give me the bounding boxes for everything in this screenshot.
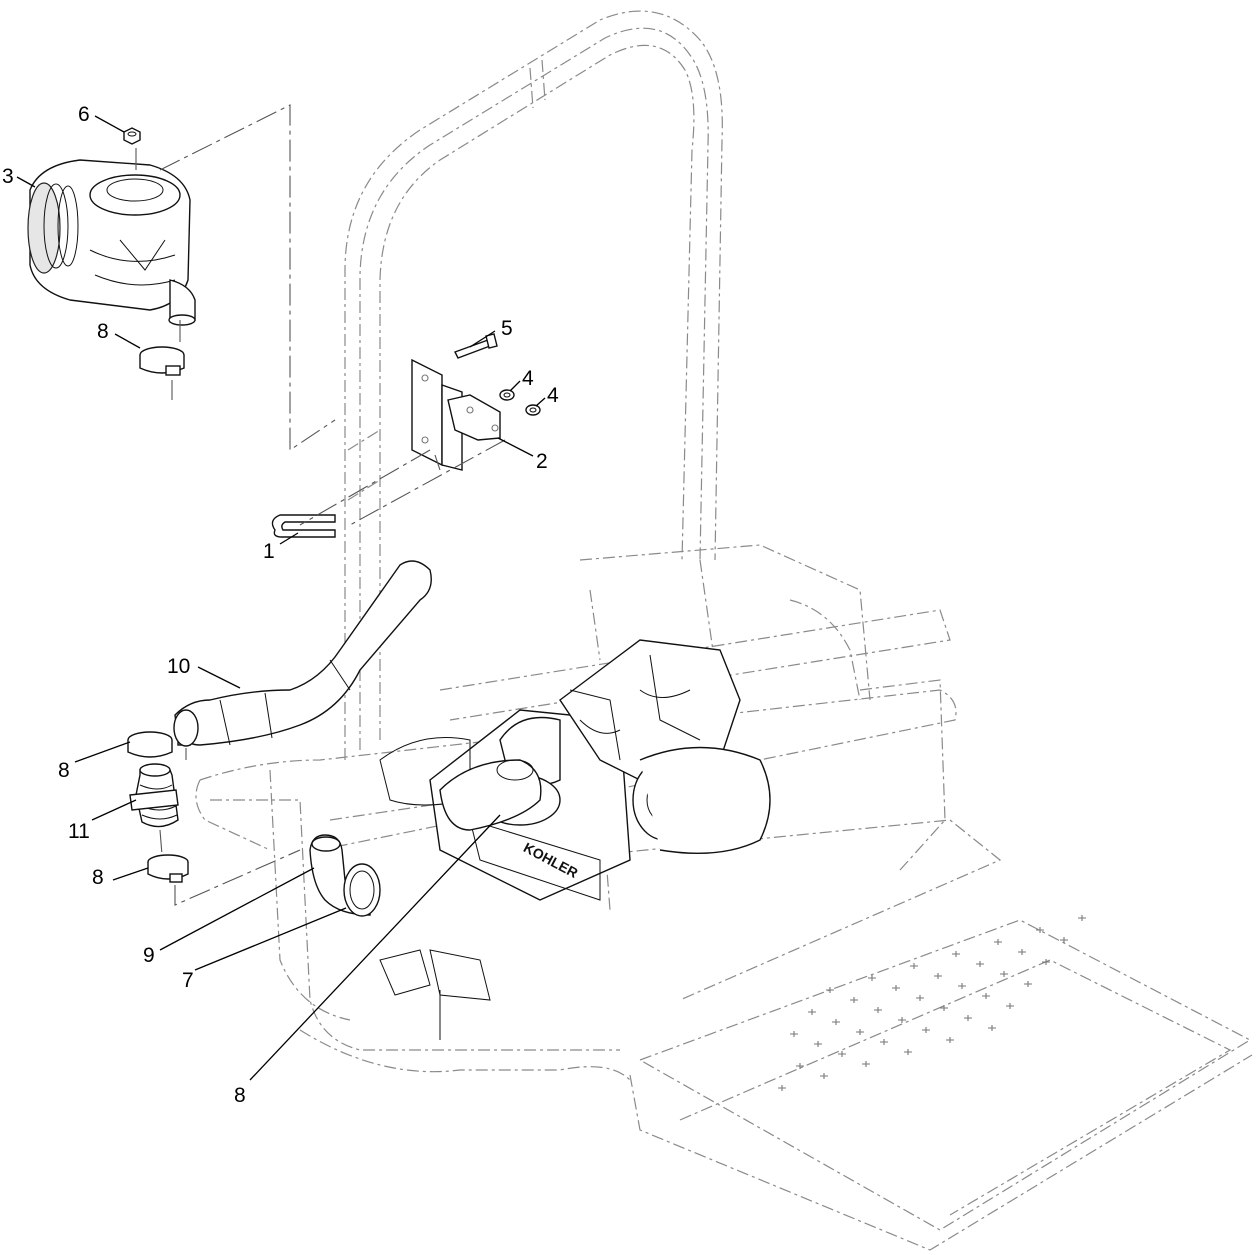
floor-drain-hole	[994, 939, 1002, 945]
floor-drain-hole	[892, 985, 900, 991]
floor-drain-hole	[874, 1007, 882, 1013]
floor-drain-hole	[898, 1017, 906, 1023]
floor-drain-hole	[862, 1061, 870, 1067]
floor-drain-hole	[946, 1037, 954, 1043]
callout-8d: 8	[234, 1084, 246, 1107]
callout-3: 3	[2, 165, 14, 188]
leader-lines	[16, 115, 546, 1081]
floor-drain-hole	[1036, 927, 1044, 933]
floor-drain-hole	[790, 1031, 798, 1037]
hose-clamp-upper	[139, 346, 185, 376]
floor-drain-hole	[964, 1015, 972, 1021]
floor-drain-hole	[1018, 949, 1026, 955]
floor-drain-hole	[976, 961, 984, 967]
callout-2: 2	[536, 450, 548, 473]
floor-drain-hole	[838, 1051, 846, 1057]
floor-drain-hole	[988, 1025, 996, 1031]
callout-1: 1	[263, 540, 275, 563]
floor-drain-hole	[904, 1049, 912, 1055]
mount-bracket-part-2	[411, 358, 501, 471]
nut-part-4b	[525, 404, 541, 416]
callout-11: 11	[68, 820, 90, 843]
hose-clamp-mid	[127, 731, 191, 758]
floor-drain-hole	[880, 1039, 888, 1045]
floor-drain-hole	[808, 1009, 816, 1015]
floor-drain-hole	[1006, 1003, 1014, 1009]
intake-hose-part-10	[173, 560, 432, 747]
u-bolt-part-1	[271, 514, 336, 538]
floor-drain-hole	[814, 1041, 822, 1047]
floor-drain-hole	[820, 1073, 828, 1079]
nut-part-6	[123, 127, 141, 145]
floor-drain-hole	[778, 1085, 786, 1091]
callout-numbers: 1 2 3 4 4 5 6 7 8 8 8 8 9 10 11	[2, 103, 559, 1107]
bolt-part-5	[454, 333, 498, 359]
floor-drain-hole	[868, 975, 876, 981]
engine: KOHLER	[379, 639, 771, 901]
reducer-coupling-part-11	[129, 763, 179, 828]
floor-drain-hole	[934, 973, 942, 979]
engine-intake-elbow	[439, 759, 542, 831]
callout-4b: 4	[547, 384, 559, 407]
floor-drain-hole	[1060, 937, 1068, 943]
callout-8a: 8	[97, 320, 109, 343]
nut-part-4a	[499, 389, 515, 401]
floor-drain-hole	[856, 1029, 864, 1035]
floor-drain-hole	[796, 1063, 804, 1069]
grommet-part-7	[343, 863, 381, 917]
callout-5: 5	[501, 317, 513, 340]
floor-drain-hole	[850, 997, 858, 1003]
rollover-bar	[344, 10, 723, 760]
wiring-connector	[379, 949, 491, 1040]
air-cleaner-assembly	[27, 159, 196, 326]
floor-drain-hole	[1042, 959, 1050, 965]
floor-pan	[629, 915, 1253, 1251]
floor-drain-hole	[1024, 981, 1032, 987]
floor-drain-hole	[952, 951, 960, 957]
floor-drain-hole	[982, 993, 990, 999]
floor-drain-hole	[1000, 971, 1008, 977]
callout-9: 9	[143, 944, 155, 967]
floor-drain-hole	[922, 1027, 930, 1033]
floor-drain-hole	[1078, 915, 1086, 921]
callout-7: 7	[182, 969, 194, 992]
chassis-frame	[195, 544, 1002, 1081]
callout-8c: 8	[92, 866, 104, 889]
floor-drain-hole	[940, 1005, 948, 1011]
floor-drain-hole	[826, 987, 834, 993]
callout-10: 10	[167, 655, 190, 678]
assembly-lines	[135, 104, 506, 906]
callout-4a: 4	[522, 367, 534, 390]
callout-8b: 8	[58, 759, 70, 782]
floor-drain-hole	[910, 963, 918, 969]
floor-drain-hole	[916, 995, 924, 1001]
hose-clamp-lower	[147, 854, 189, 883]
floor-drain-hole	[958, 983, 966, 989]
callout-6: 6	[78, 103, 90, 126]
floor-drain-hole	[832, 1019, 840, 1025]
